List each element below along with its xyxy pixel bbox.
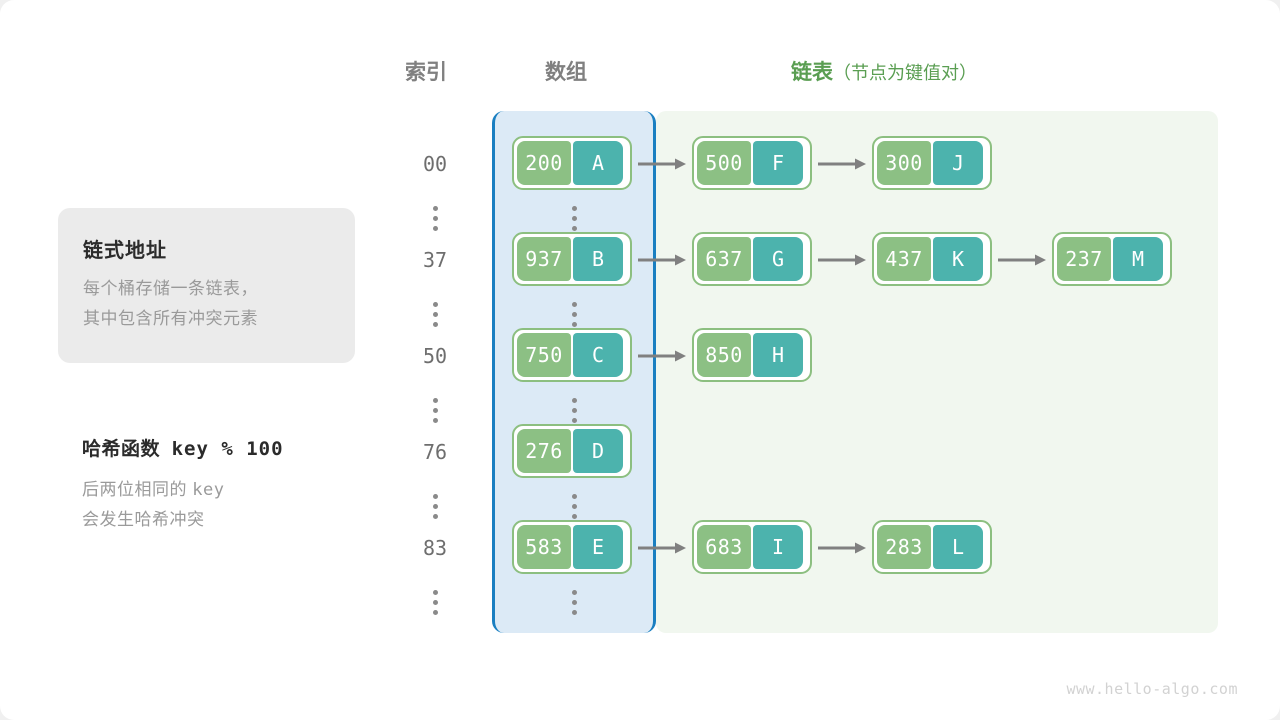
node-value-83-bucket: E [573, 525, 623, 569]
ellipsis-index-1 [425, 302, 445, 327]
node-key-37-bucket: 937 [517, 237, 571, 281]
info-card-description-line-1: 每个桶存储一条链表， [83, 279, 258, 298]
hash-function-note: 哈希函数 key % 100 后两位相同的 key 会发生哈希冲突 [82, 434, 284, 535]
node-key-50-0: 850 [697, 333, 751, 377]
node-key-76-bucket: 276 [517, 429, 571, 473]
ellipsis-index-3 [425, 494, 445, 519]
node-value-00-0: F [753, 141, 803, 185]
info-card: 链式地址 每个桶存储一条链表， 其中包含所有冲突元素 [58, 208, 355, 363]
node-value-83-0: I [753, 525, 803, 569]
node-key-00-bucket: 200 [517, 141, 571, 185]
bucket-index-76: 76 [422, 440, 448, 464]
ellipsis-index-4 [425, 590, 445, 615]
ellipsis-array-1 [564, 302, 584, 327]
column-header-linkedlist: 链表（节点为键值对） [791, 56, 977, 86]
hash-function-description: 后两位相同的 key 会发生哈希冲突 [82, 475, 284, 535]
node-key-37-2: 237 [1057, 237, 1111, 281]
hash-note-desc-1a: 后两位相同的 [82, 480, 187, 499]
node-key-00-1: 300 [877, 141, 931, 185]
info-card-title: 链式地址 [83, 240, 167, 262]
ellipsis-array-0 [564, 206, 584, 231]
hash-note-desc-1b: key [192, 480, 225, 500]
column-header-index: 索引 [405, 61, 447, 84]
node-key-37-0: 637 [697, 237, 751, 281]
hash-function-expression: key % 100 [171, 438, 284, 460]
node-value-83-1: L [933, 525, 983, 569]
bucket-index-37: 37 [422, 248, 448, 272]
node-key-83-0: 683 [697, 525, 751, 569]
node-key-37-1: 437 [877, 237, 931, 281]
watermark: www.hello-algo.com [1066, 680, 1238, 698]
node-value-37-0: G [753, 237, 803, 281]
bucket-index-83: 83 [422, 536, 448, 560]
node-value-50-bucket: C [573, 333, 623, 377]
hash-function-description-line-1: 后两位相同的 key [82, 475, 284, 505]
ellipsis-index-2 [425, 398, 445, 423]
info-card-description: 每个桶存储一条链表， 其中包含所有冲突元素 [83, 274, 258, 334]
ellipsis-array-2 [564, 398, 584, 423]
ellipsis-index-0 [425, 206, 445, 231]
hash-function-label: 哈希函数 [82, 439, 161, 460]
node-value-50-0: H [753, 333, 803, 377]
node-key-83-bucket: 583 [517, 525, 571, 569]
node-key-00-0: 500 [697, 141, 751, 185]
ellipsis-array-3 [564, 494, 584, 519]
info-card-description-line-2: 其中包含所有冲突元素 [83, 309, 258, 328]
column-header-array: 数组 [545, 61, 587, 84]
column-header-linkedlist-sub: （节点为键值对） [833, 63, 977, 83]
hash-function-title: 哈希函数 key % 100 [82, 434, 284, 461]
bucket-index-50: 50 [422, 344, 448, 368]
node-value-37-1: K [933, 237, 983, 281]
node-value-00-1: J [933, 141, 983, 185]
node-value-37-2: M [1113, 237, 1163, 281]
node-key-50-bucket: 750 [517, 333, 571, 377]
node-value-76-bucket: D [573, 429, 623, 473]
column-header-linkedlist-main: 链表 [791, 61, 833, 84]
hash-function-description-line-2: 会发生哈希冲突 [82, 510, 205, 529]
bucket-index-00: 00 [422, 152, 448, 176]
node-key-83-1: 283 [877, 525, 931, 569]
ellipsis-array-4 [564, 590, 584, 615]
node-value-37-bucket: B [573, 237, 623, 281]
node-value-00-bucket: A [573, 141, 623, 185]
